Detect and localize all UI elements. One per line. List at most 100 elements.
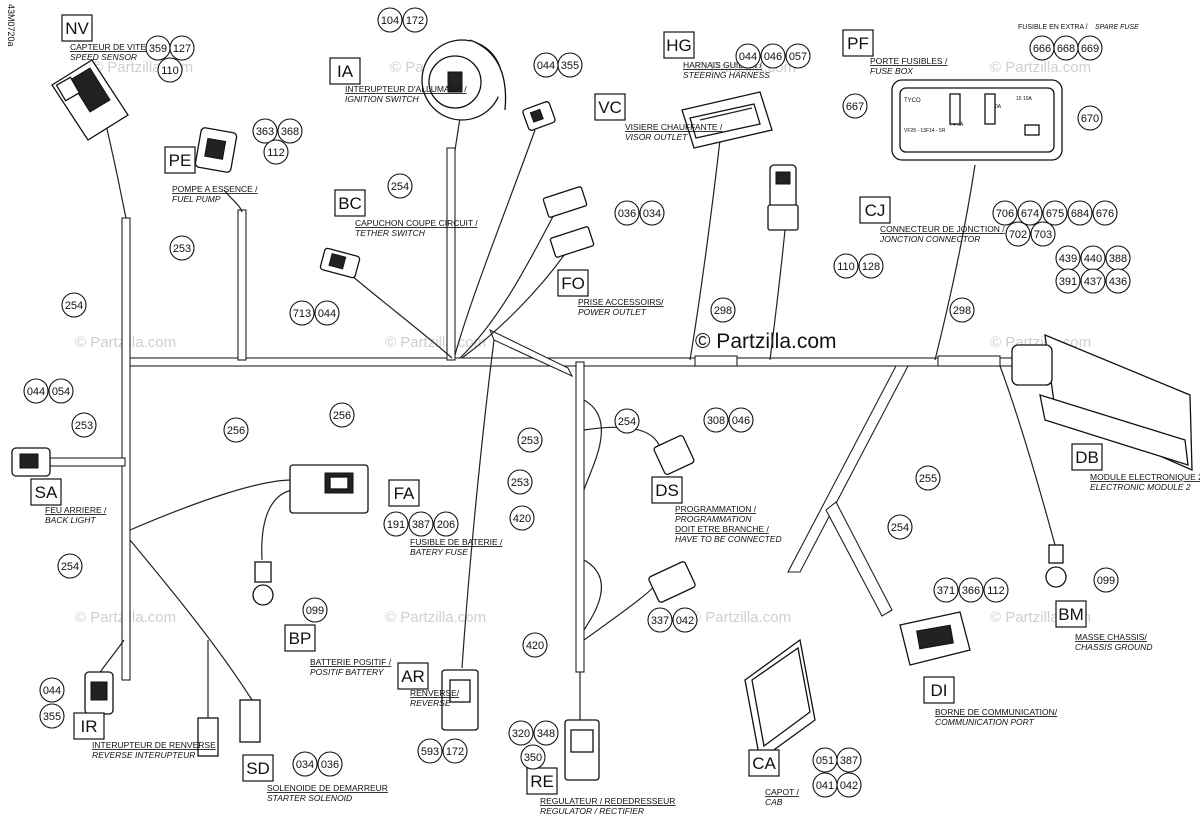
- part-callout[interactable]: 436: [1105, 268, 1131, 294]
- part-callout[interactable]: 253: [507, 469, 533, 495]
- part-callout[interactable]: 669: [1077, 35, 1103, 61]
- part-callout[interactable]: 044: [39, 677, 65, 703]
- part-callout[interactable]: 668: [1053, 35, 1079, 61]
- part-callout[interactable]: 253: [169, 235, 195, 261]
- part-callout[interactable]: 036: [317, 751, 343, 777]
- part-callout[interactable]: 254: [61, 292, 87, 318]
- part-callout[interactable]: 254: [614, 408, 640, 434]
- part-callout[interactable]: 191: [383, 511, 409, 537]
- part-callout[interactable]: 363: [252, 118, 278, 144]
- speed-sensor-part[interactable]: [51, 59, 129, 141]
- part-callout[interactable]: 350: [520, 744, 546, 770]
- part-callout[interactable]: 684: [1067, 200, 1093, 226]
- part-callout[interactable]: 387: [836, 747, 862, 773]
- part-callout[interactable]: 255: [915, 465, 941, 491]
- part-callout[interactable]: 253: [71, 412, 97, 438]
- cab-connector[interactable]: [744, 638, 816, 762]
- part-callout[interactable]: 355: [39, 703, 65, 729]
- part-callout[interactable]: 713: [289, 300, 315, 326]
- part-callout[interactable]: 706: [992, 200, 1018, 226]
- part-callout[interactable]: 593: [417, 738, 443, 764]
- part-callout[interactable]: 703: [1030, 221, 1056, 247]
- part-callout[interactable]: 439: [1055, 245, 1081, 271]
- part-callout[interactable]: 440: [1080, 245, 1106, 271]
- part-callout[interactable]: 044: [533, 52, 559, 78]
- part-callout[interactable]: 254: [387, 173, 413, 199]
- part-callout[interactable]: 387: [408, 511, 434, 537]
- part-callout[interactable]: 675: [1042, 200, 1068, 226]
- part-callout[interactable]: 253: [517, 427, 543, 453]
- part-callout[interactable]: 420: [522, 632, 548, 658]
- part-callout[interactable]: 206: [433, 511, 459, 537]
- reverse-switch-connector[interactable]: [84, 671, 114, 715]
- programming-connector-upper[interactable]: [653, 434, 695, 476]
- fuse-box[interactable]: TYCO VF28 - 13F14 - 5R 15 10A F3 10A F4 …: [891, 79, 1063, 161]
- part-callout[interactable]: 368: [277, 118, 303, 144]
- part-callout[interactable]: 348: [533, 720, 559, 746]
- part-callout[interactable]: 128: [858, 253, 884, 279]
- part-callout[interactable]: 256: [223, 417, 249, 443]
- part-callout[interactable]: 057: [785, 43, 811, 69]
- part-callout[interactable]: 112: [983, 577, 1009, 603]
- part-callout[interactable]: 099: [1093, 567, 1119, 593]
- chassis-ground-terminal[interactable]: [1045, 544, 1067, 588]
- part-callout[interactable]: 034: [639, 200, 665, 226]
- part-callout[interactable]: 676: [1092, 200, 1118, 226]
- part-callout[interactable]: 702: [1005, 221, 1031, 247]
- part-callout[interactable]: 044: [314, 300, 340, 326]
- part-callout[interactable]: 437: [1080, 268, 1106, 294]
- part-callout[interactable]: 359: [145, 35, 171, 61]
- steering-harness-connector[interactable]: [681, 91, 773, 149]
- programming-connector-lower[interactable]: [648, 561, 696, 603]
- part-callout[interactable]: 256: [329, 402, 355, 428]
- ignition-switch-part[interactable]: [421, 39, 507, 121]
- part-callout[interactable]: 391: [1055, 268, 1081, 294]
- part-callout[interactable]: 670: [1077, 105, 1103, 131]
- part-callout[interactable]: 042: [836, 772, 862, 798]
- part-callout[interactable]: 337: [647, 607, 673, 633]
- part-callout[interactable]: 054: [48, 378, 74, 404]
- communication-port[interactable]: [899, 611, 971, 666]
- part-callout[interactable]: 044: [23, 378, 49, 404]
- part-callout[interactable]: 112: [263, 139, 289, 165]
- back-light-connector[interactable]: [11, 447, 51, 477]
- part-callout[interactable]: 110: [833, 253, 859, 279]
- part-callout[interactable]: 046: [728, 407, 754, 433]
- part-callout[interactable]: 388: [1105, 245, 1131, 271]
- visor-outlet-connector[interactable]: [522, 101, 556, 131]
- part-callout[interactable]: 308: [703, 407, 729, 433]
- part-callout[interactable]: 254: [887, 514, 913, 540]
- fuel-pump-connector[interactable]: [194, 127, 238, 173]
- electronic-module[interactable]: [1011, 333, 1193, 472]
- part-callout[interactable]: 666: [1029, 35, 1055, 61]
- part-callout[interactable]: 172: [402, 7, 428, 33]
- regulator-connector[interactable]: [564, 719, 600, 781]
- tether-switch-connector[interactable]: [319, 247, 361, 279]
- part-callout[interactable]: 044: [735, 43, 761, 69]
- part-callout[interactable]: 036: [614, 200, 640, 226]
- part-callout[interactable]: 046: [760, 43, 786, 69]
- part-callout[interactable]: 042: [672, 607, 698, 633]
- reverse-connector[interactable]: [441, 669, 479, 731]
- part-callout[interactable]: 371: [933, 577, 959, 603]
- part-callout[interactable]: 127: [169, 35, 195, 61]
- part-callout[interactable]: 172: [442, 738, 468, 764]
- part-callout[interactable]: 034: [292, 751, 318, 777]
- part-callout[interactable]: 298: [949, 297, 975, 323]
- part-callout[interactable]: 041: [812, 772, 838, 798]
- part-callout[interactable]: 420: [509, 505, 535, 531]
- battery-fuse[interactable]: [289, 464, 369, 514]
- starter-solenoid-connectors[interactable]: [197, 699, 261, 757]
- part-callout[interactable]: 051: [812, 747, 838, 773]
- part-callout[interactable]: 366: [958, 577, 984, 603]
- part-callout[interactable]: 667: [842, 93, 868, 119]
- part-callout[interactable]: 355: [557, 52, 583, 78]
- part-callout[interactable]: 254: [57, 553, 83, 579]
- power-outlet-connectors[interactable]: [542, 186, 595, 258]
- part-callout[interactable]: 674: [1017, 200, 1043, 226]
- part-callout[interactable]: 320: [508, 720, 534, 746]
- battery-positive-terminal[interactable]: [252, 561, 274, 606]
- part-callout[interactable]: 099: [302, 597, 328, 623]
- junction-connector[interactable]: [767, 164, 799, 231]
- part-callout[interactable]: 104: [377, 7, 403, 33]
